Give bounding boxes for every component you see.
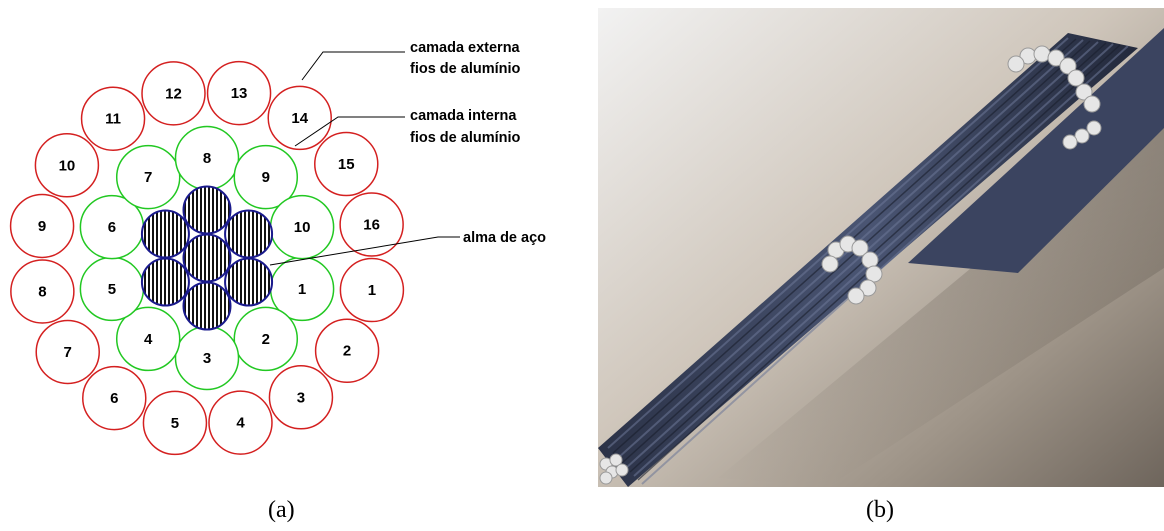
outer-wire-4 bbox=[208, 390, 273, 455]
outer-wire-number: 14 bbox=[291, 110, 308, 127]
outer-wire-15 bbox=[314, 131, 379, 197]
steel-core bbox=[140, 185, 274, 331]
inner-wire-number: 1 bbox=[298, 281, 306, 298]
inner-wire-2 bbox=[233, 306, 299, 372]
outer-wire-number: 3 bbox=[297, 389, 305, 406]
outer-wire-number: 6 bbox=[110, 390, 118, 407]
outer-layer-label-line1: camada externa bbox=[410, 40, 521, 56]
inner-wire-4 bbox=[115, 306, 181, 372]
inner-wire-number: 6 bbox=[108, 219, 116, 236]
outer-layer-label-line2: fios de alumínio bbox=[410, 61, 521, 77]
outer-wire-number: 9 bbox=[38, 218, 46, 235]
steel-core-label: alma de aço bbox=[463, 230, 546, 246]
outer-wire-10 bbox=[34, 133, 100, 198]
steel-core-leader-line bbox=[269, 236, 460, 266]
inner-layer-label-line2: fios de alumínio bbox=[410, 130, 521, 146]
inner-aluminum-layer: 1 2 3 4 5 6 7 8 9 10 bbox=[79, 125, 335, 391]
outer-wire-number: 10 bbox=[59, 157, 76, 174]
outer-wire-14 bbox=[267, 85, 332, 151]
inner-layer-leader-line bbox=[294, 116, 405, 147]
inner-wire-number: 9 bbox=[262, 169, 270, 186]
outer-wire-number: 8 bbox=[38, 283, 46, 300]
inner-wire-number: 7 bbox=[144, 169, 152, 186]
steel-core-wire bbox=[182, 185, 232, 235]
inner-wire-number: 3 bbox=[203, 350, 211, 367]
inner-wire-number: 8 bbox=[203, 150, 211, 167]
outer-wire-number: 4 bbox=[236, 415, 245, 432]
steel-core-wire bbox=[224, 257, 274, 307]
inner-layer-label-line1: camada interna bbox=[410, 108, 517, 124]
outer-wire-6 bbox=[82, 365, 147, 431]
outer-wire-9 bbox=[9, 193, 75, 259]
outer-wire-number: 1 bbox=[368, 282, 376, 299]
outer-wire-13 bbox=[206, 60, 272, 126]
inner-wire-number: 10 bbox=[294, 219, 311, 236]
outer-wire-8 bbox=[10, 259, 75, 324]
outer-wire-1 bbox=[339, 257, 405, 323]
steel-core-wire bbox=[140, 209, 190, 259]
outer-wire-3 bbox=[268, 365, 334, 430]
caption-a: (a) bbox=[268, 497, 295, 523]
acsr-cable-photo bbox=[598, 8, 1164, 487]
outer-wire-5 bbox=[142, 390, 208, 456]
outer-wire-number: 13 bbox=[231, 85, 248, 102]
outer-wire-number: 15 bbox=[338, 156, 355, 173]
outer-wire-11 bbox=[80, 86, 146, 151]
outer-wire-12 bbox=[141, 61, 206, 126]
steel-core-wire bbox=[224, 209, 274, 259]
inner-wire-number: 2 bbox=[262, 331, 270, 348]
steel-core-wire bbox=[182, 281, 232, 331]
outer-wire-7 bbox=[35, 319, 100, 385]
outer-layer-leader-line bbox=[301, 51, 405, 81]
outer-wire-number: 12 bbox=[165, 85, 182, 102]
outer-wire-number: 5 bbox=[171, 415, 179, 432]
steel-core-wire bbox=[140, 257, 190, 307]
steel-core-wire bbox=[182, 233, 232, 283]
inner-wire-number: 4 bbox=[144, 331, 153, 348]
outer-wire-number: 2 bbox=[343, 343, 351, 360]
inner-wire-7 bbox=[115, 144, 181, 210]
outer-wire-16 bbox=[339, 192, 404, 257]
inner-wire-number: 5 bbox=[108, 281, 116, 298]
outer-wire-number: 16 bbox=[363, 217, 380, 234]
outer-wire-number: 7 bbox=[64, 344, 72, 361]
outer-wire-number: 11 bbox=[105, 111, 121, 128]
caption-b: (b) bbox=[866, 497, 894, 523]
inner-wire-9 bbox=[233, 144, 299, 210]
outer-wire-2 bbox=[314, 318, 380, 383]
